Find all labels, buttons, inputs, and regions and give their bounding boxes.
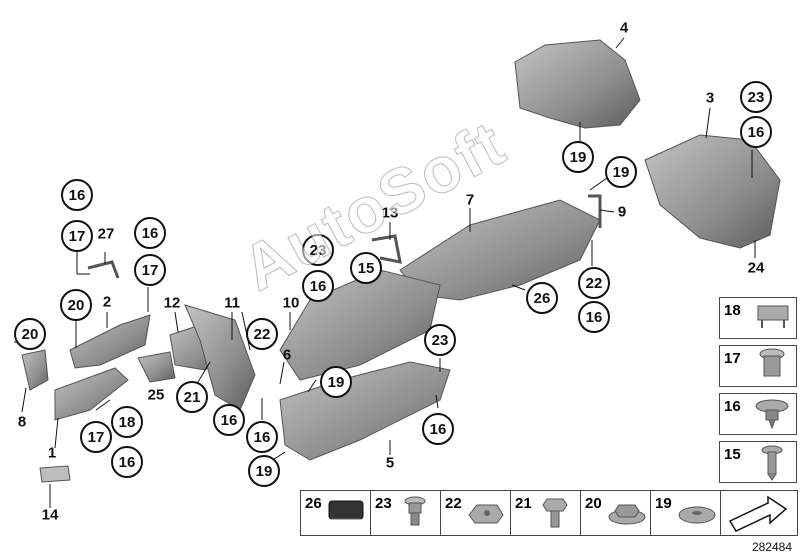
push-rivet-icon [404,496,426,526]
foam-block-icon [328,500,364,520]
callout-21: 21 [176,381,208,413]
legend-item-19: 19 [651,491,721,535]
callout-18: 18 [111,406,143,438]
clip-icon [757,305,789,328]
legend-item-26: 26 [301,491,371,535]
callout-11: 11 [224,294,240,312]
collar-nut-icon [755,399,789,430]
legend-item-16: 16 [719,393,797,435]
fastener-legend-row: 26 23 22 21 20 19 [300,490,798,536]
legend-number: 26 [305,495,322,512]
part-4-shield [514,39,641,129]
part-18-shield [54,367,129,421]
callout-22: 22 [578,267,610,299]
callout-16: 16 [740,116,772,148]
callout-19: 19 [605,156,637,188]
part-9-bracket [588,194,602,228]
callout-23: 23 [424,324,456,356]
callout-15: 15 [350,252,382,284]
legend-item-17: 17 [719,345,797,387]
callout-16: 16 [111,446,143,478]
callout-20: 20 [60,289,92,321]
callout-19: 19 [320,366,352,398]
callout-16: 16 [578,301,610,333]
callout-4: 4 [619,19,629,37]
callout-13: 13 [381,204,399,222]
callout-19: 19 [248,455,280,487]
callout-20: 20 [14,318,46,350]
part-2-shield [69,314,151,369]
legend-item-15: 15 [719,441,797,483]
part-13-bracket [371,234,402,264]
callout-22: 22 [246,318,278,350]
callout-16: 16 [246,421,278,453]
callout-16: 16 [422,413,454,445]
callout-12: 12 [163,294,181,312]
callout-17: 17 [134,254,166,286]
washer-icon [678,506,716,524]
legend-item-21: 21 [511,491,581,535]
legend-item-23: 23 [371,491,441,535]
callout-17: 17 [80,421,112,453]
legend-number: 17 [724,350,741,367]
legend-number: 16 [724,398,741,415]
callout-16: 16 [134,217,166,249]
callout-24: 24 [747,259,765,277]
legend-number: 22 [445,495,462,512]
legend-item-arrow [721,491,797,535]
arrow-icon [728,495,788,532]
callout-5: 5 [385,454,395,472]
legend-item-18: 18 [719,297,797,339]
legend-item-20: 20 [581,491,651,535]
part-25-shield [137,351,176,383]
callout-17: 17 [61,220,93,252]
callout-27: 27 [97,225,115,243]
callout-19: 19 [562,141,594,173]
part-14-pad [39,465,71,483]
callout-10: 10 [282,294,300,312]
legend-number: 15 [724,446,741,463]
leader-lines [14,37,756,508]
callout-16: 16 [213,404,245,436]
hex-nut-icon [608,504,646,525]
expanding-nut-icon [759,348,785,377]
callout-14: 14 [41,506,59,524]
legend-item-22: 22 [441,491,511,535]
legend-number: 19 [655,495,672,512]
callout-7: 7 [465,191,475,209]
spring-nut-icon [468,504,504,524]
legend-number: 21 [515,495,532,512]
legend-number: 23 [375,495,392,512]
callout-25: 25 [147,386,165,404]
legend-number: 18 [724,302,741,319]
callout-16: 16 [302,270,334,302]
callout-2: 2 [102,293,112,311]
callout-3: 3 [705,89,715,107]
screw-icon [761,445,783,481]
callout-23: 23 [302,234,334,266]
callout-8: 8 [17,413,27,431]
callout-9: 9 [617,203,627,221]
callout-23: 23 [740,81,772,113]
callout-1: 1 [47,444,57,462]
callout-16: 16 [61,179,93,211]
part-8-shield [21,349,49,391]
callout-26: 26 [526,282,558,314]
callout-6: 6 [282,346,292,364]
hex-bolt-icon [542,498,568,528]
legend-number: 20 [585,495,602,512]
part-27-bracket [87,260,120,279]
diagram-number: 282484 [751,540,792,554]
part-3-shield [644,134,781,249]
